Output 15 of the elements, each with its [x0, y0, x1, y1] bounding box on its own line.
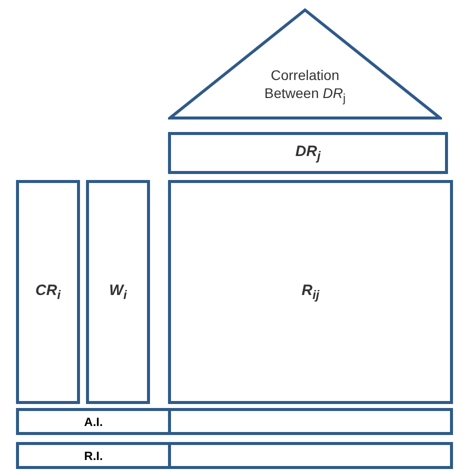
column-label: CR$_{i}$ — [35, 282, 61, 302]
row-cell — [168, 442, 453, 469]
header-box — [168, 132, 448, 174]
column-box — [16, 180, 80, 404]
matrix-box — [168, 180, 453, 404]
column-box — [86, 180, 150, 404]
row-cell — [168, 408, 453, 435]
row-label: A.I. — [84, 414, 103, 428]
triangle-label: Correlation Between DR$_{j}$ — [263, 66, 347, 106]
row-cell — [16, 408, 171, 435]
header-label: DR$_{j}$ — [295, 143, 321, 163]
matrix-label: R$_{ij}$ — [302, 282, 320, 302]
column-label: W$_{i}$ — [109, 282, 127, 302]
row-cell — [16, 442, 171, 469]
row-label: R.I. — [84, 448, 103, 462]
